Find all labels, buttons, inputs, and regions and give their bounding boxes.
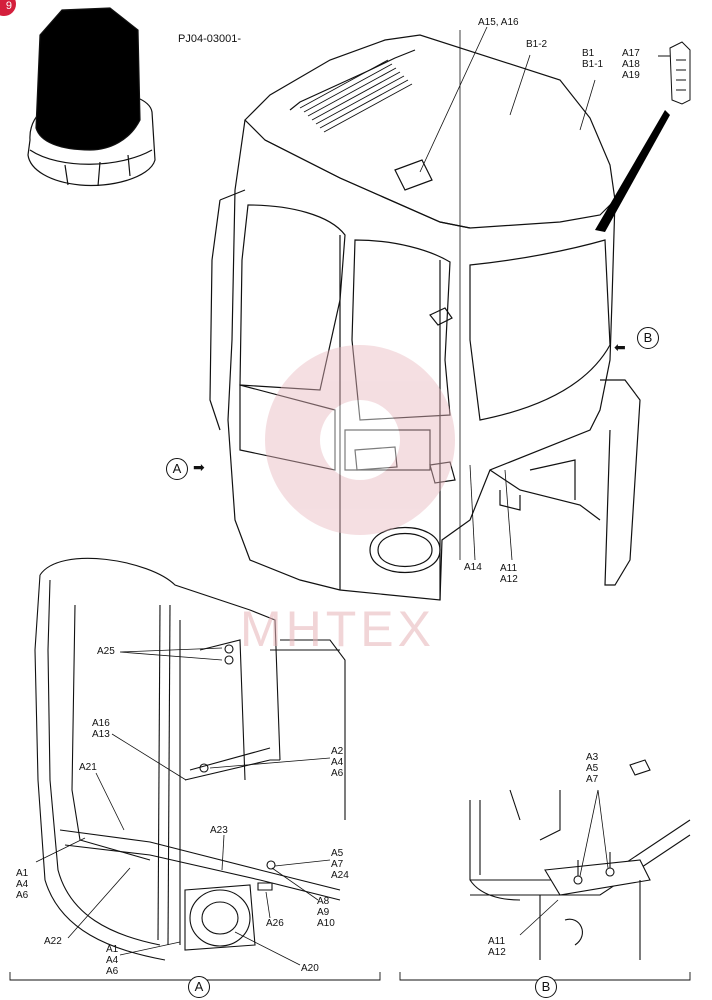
label-a20: A20 bbox=[301, 963, 319, 974]
label-a3-group: A3 A5 A7 bbox=[586, 752, 599, 785]
label-a23: A23 bbox=[210, 825, 228, 836]
label-a11-a12-detail: A11 A12 bbox=[488, 936, 506, 958]
label-b1-2: B1-2 bbox=[526, 39, 548, 50]
view-a-marker: A bbox=[166, 458, 188, 480]
label-a11-a12-top: A11 A12 bbox=[500, 563, 518, 585]
page-badge: 9 bbox=[0, 0, 16, 16]
label-a17-group: A17 A18 A19 bbox=[622, 48, 640, 81]
label-b1-group: B1 B1-1 bbox=[582, 48, 604, 70]
view-a-caption: A bbox=[188, 976, 210, 998]
view-b-marker: B bbox=[637, 327, 659, 349]
label-a22: A22 bbox=[44, 936, 62, 947]
cab-main bbox=[209, 26, 670, 601]
watermark-text: МНТЕХ bbox=[240, 601, 435, 657]
watermark-gear bbox=[265, 345, 455, 535]
diagram-code: PJ04-03001- bbox=[178, 33, 241, 45]
part-a17-icon bbox=[658, 41, 691, 105]
label-a8-group: A8 A9 A10 bbox=[317, 896, 335, 929]
label-a26: A26 bbox=[266, 918, 284, 929]
label-a21: A21 bbox=[79, 762, 97, 773]
label-a5-group: A5 A7 A24 bbox=[331, 848, 349, 881]
view-a-arrow-icon: ➡ bbox=[193, 459, 205, 475]
label-a1-group-upper: A1 A4 A6 bbox=[16, 868, 29, 901]
view-b-arrow-icon: ⬅ bbox=[614, 339, 626, 355]
view-b-caption: B bbox=[535, 976, 557, 998]
label-a1-group-lower: A1 A4 A6 bbox=[106, 944, 119, 977]
cab-thumbnail bbox=[27, 7, 156, 187]
detail-b-drawing bbox=[399, 759, 691, 981]
label-a16-a13: A16 A13 bbox=[92, 718, 110, 740]
label-a15-a16: A15, A16 bbox=[478, 17, 519, 28]
label-a14: A14 bbox=[464, 562, 482, 573]
detail-a-drawing bbox=[9, 557, 381, 981]
label-a2-group: A2 A4 A6 bbox=[331, 746, 344, 779]
label-a25: A25 bbox=[97, 646, 115, 657]
